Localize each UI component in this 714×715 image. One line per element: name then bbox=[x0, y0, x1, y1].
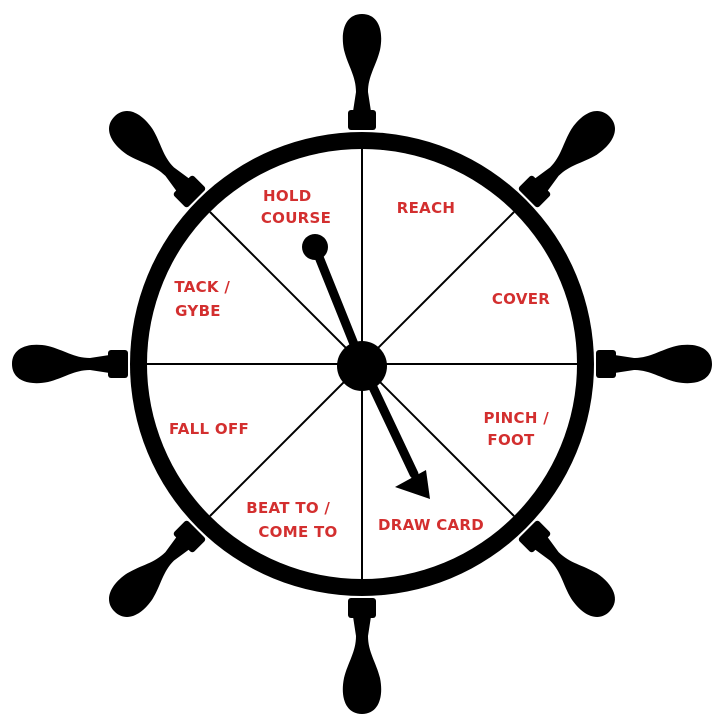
sector-label-fall-off: FALL OFF bbox=[169, 420, 249, 438]
handle-southeast bbox=[514, 516, 623, 625]
handle-northeast bbox=[514, 103, 623, 212]
handle-east bbox=[596, 345, 712, 383]
handle-west bbox=[12, 345, 128, 383]
handle-south bbox=[343, 598, 381, 714]
handle-southwest bbox=[101, 516, 210, 625]
sector-label-cover: COVER bbox=[492, 290, 550, 308]
wheel-hub bbox=[337, 341, 387, 391]
handle-north bbox=[343, 14, 381, 130]
sector-label-draw-card: DRAW CARD bbox=[378, 516, 484, 534]
pointer-tail-knob bbox=[302, 234, 328, 260]
sector-label-reach: REACH bbox=[397, 199, 455, 217]
handle-northwest bbox=[101, 103, 210, 212]
